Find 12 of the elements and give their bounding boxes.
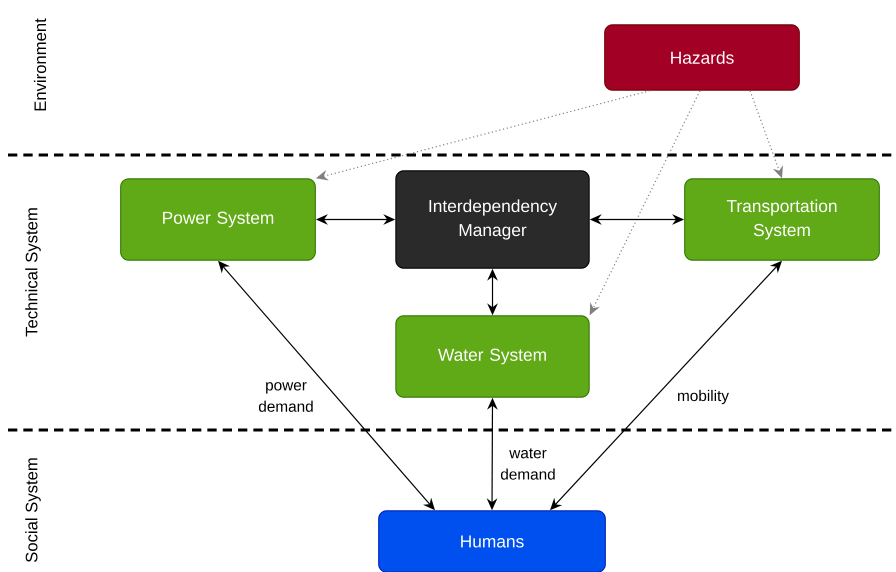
humans-box: Humans bbox=[378, 510, 606, 572]
manager-box: Interdependency Manager bbox=[395, 170, 590, 269]
edge-label: water demand bbox=[500, 448, 555, 480]
hazard-box: Hazards bbox=[604, 24, 800, 91]
system-box: Water System bbox=[395, 315, 590, 398]
system-box: Transportation System bbox=[684, 178, 880, 261]
section-label: Technical System bbox=[25, 208, 41, 336]
edge-label: mobility bbox=[678, 390, 729, 404]
section-label: Social System bbox=[25, 458, 41, 562]
section-label: Environment bbox=[34, 18, 46, 110]
edge-label: power demand bbox=[258, 382, 313, 412]
system-box: Power System bbox=[120, 178, 316, 261]
